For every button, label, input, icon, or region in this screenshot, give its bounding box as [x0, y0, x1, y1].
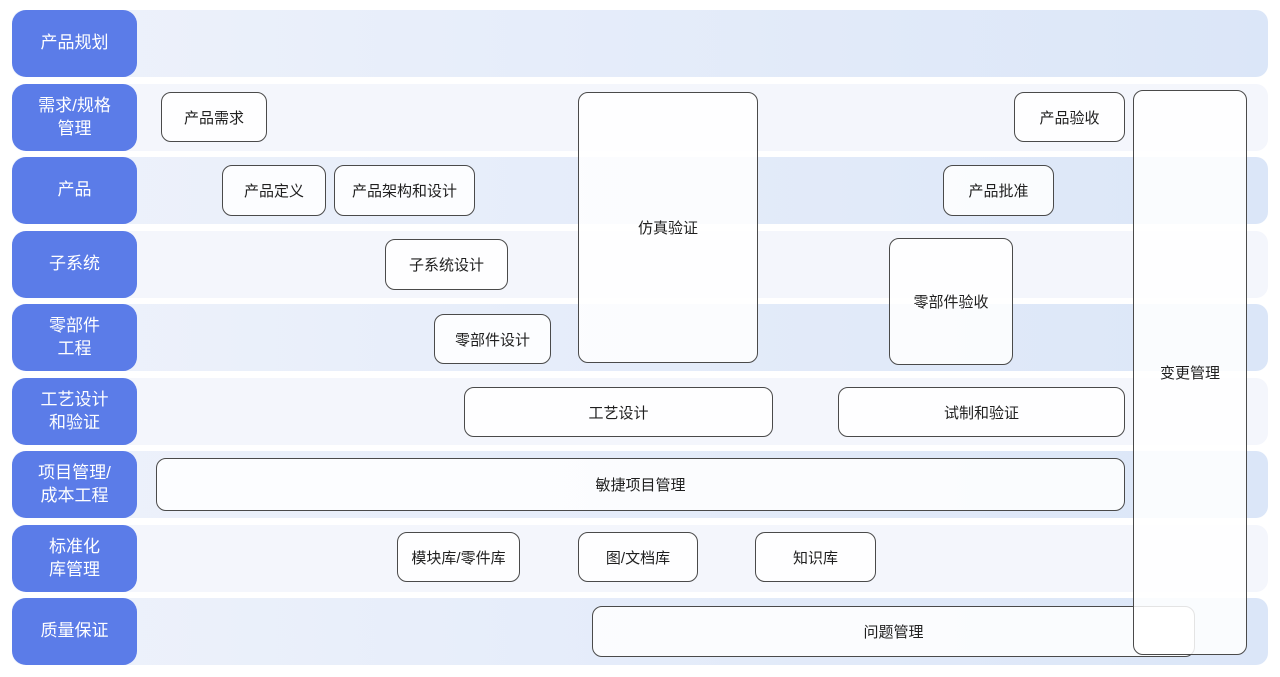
node-module-parts-library[interactable]: 模块库/零件库 [397, 532, 520, 582]
lane-band-product-planning [12, 10, 1268, 77]
lane-label-text: 标准化 库管理 [49, 536, 100, 579]
lane-label-text: 需求/规格 管理 [38, 95, 111, 138]
lane-label-text: 项目管理/ 成本工程 [38, 462, 111, 505]
node-issue-management[interactable]: 问题管理 [592, 606, 1195, 657]
lane-label-quality-assurance[interactable]: 质量保证 [12, 598, 137, 665]
node-simulation-verification[interactable]: 仿真验证 [578, 92, 758, 363]
node-agile-project-management[interactable]: 敏捷项目管理 [156, 458, 1125, 511]
node-product-architecture-design[interactable]: 产品架构和设计 [334, 165, 475, 216]
node-label: 图/文档库 [605, 549, 671, 567]
lane-label-product[interactable]: 产品 [12, 157, 137, 224]
node-label: 产品验收 [1039, 109, 1100, 127]
node-label: 变更管理 [1159, 365, 1220, 382]
node-product-definition[interactable]: 产品定义 [222, 165, 326, 216]
node-label: 零部件验收 [913, 294, 989, 311]
node-label: 产品需求 [183, 109, 244, 127]
lane-label-text: 零部件 工程 [49, 315, 100, 358]
node-product-requirements[interactable]: 产品需求 [161, 92, 267, 142]
node-label: 子系统设计 [408, 257, 484, 274]
node-label: 零部件设计 [454, 331, 530, 349]
lane-label-text: 产品 [57, 180, 92, 200]
lane-label-product-planning[interactable]: 产品规划 [12, 10, 137, 77]
node-parts-design[interactable]: 零部件设计 [434, 314, 551, 364]
node-process-design[interactable]: 工艺设计 [464, 387, 773, 437]
lane-label-subsystem[interactable]: 子系统 [12, 231, 137, 298]
lane-label-standard-library-mgmt[interactable]: 标准化 库管理 [12, 525, 137, 592]
lane-label-requirements-spec-mgmt[interactable]: 需求/规格 管理 [12, 84, 137, 151]
lane-label-text: 产品规划 [40, 33, 109, 53]
node-label: 试制和验证 [943, 404, 1019, 422]
node-label: 工艺设计 [588, 404, 649, 422]
node-change-management[interactable]: 变更管理 [1133, 90, 1247, 655]
node-trial-and-verification[interactable]: 试制和验证 [838, 387, 1125, 437]
node-label: 问题管理 [863, 624, 924, 641]
node-label: 敏捷项目管理 [595, 477, 686, 494]
node-label: 仿真验证 [637, 220, 698, 237]
lane-label-project-cost-mgmt[interactable]: 项目管理/ 成本工程 [12, 451, 137, 518]
node-drawing-document-library[interactable]: 图/文档库 [578, 532, 698, 582]
node-label: 产品批准 [968, 183, 1029, 200]
node-parts-acceptance[interactable]: 零部件验收 [889, 238, 1013, 365]
node-product-acceptance[interactable]: 产品验收 [1014, 92, 1125, 142]
node-subsystem-design[interactable]: 子系统设计 [385, 239, 508, 290]
lane-label-text: 质量保证 [40, 621, 109, 641]
node-label: 产品架构和设计 [351, 183, 457, 200]
lane-label-text: 工艺设计 和验证 [40, 389, 109, 432]
lane-label-process-design-verify[interactable]: 工艺设计 和验证 [12, 378, 137, 445]
lane-label-parts-engineering[interactable]: 零部件 工程 [12, 304, 137, 371]
lane-label-text: 子系统 [49, 254, 100, 274]
node-label: 知识库 [792, 549, 838, 567]
node-knowledge-base[interactable]: 知识库 [755, 532, 876, 582]
node-product-approval[interactable]: 产品批准 [943, 165, 1054, 216]
node-label: 产品定义 [243, 183, 304, 200]
node-label: 模块库/零件库 [411, 549, 506, 567]
